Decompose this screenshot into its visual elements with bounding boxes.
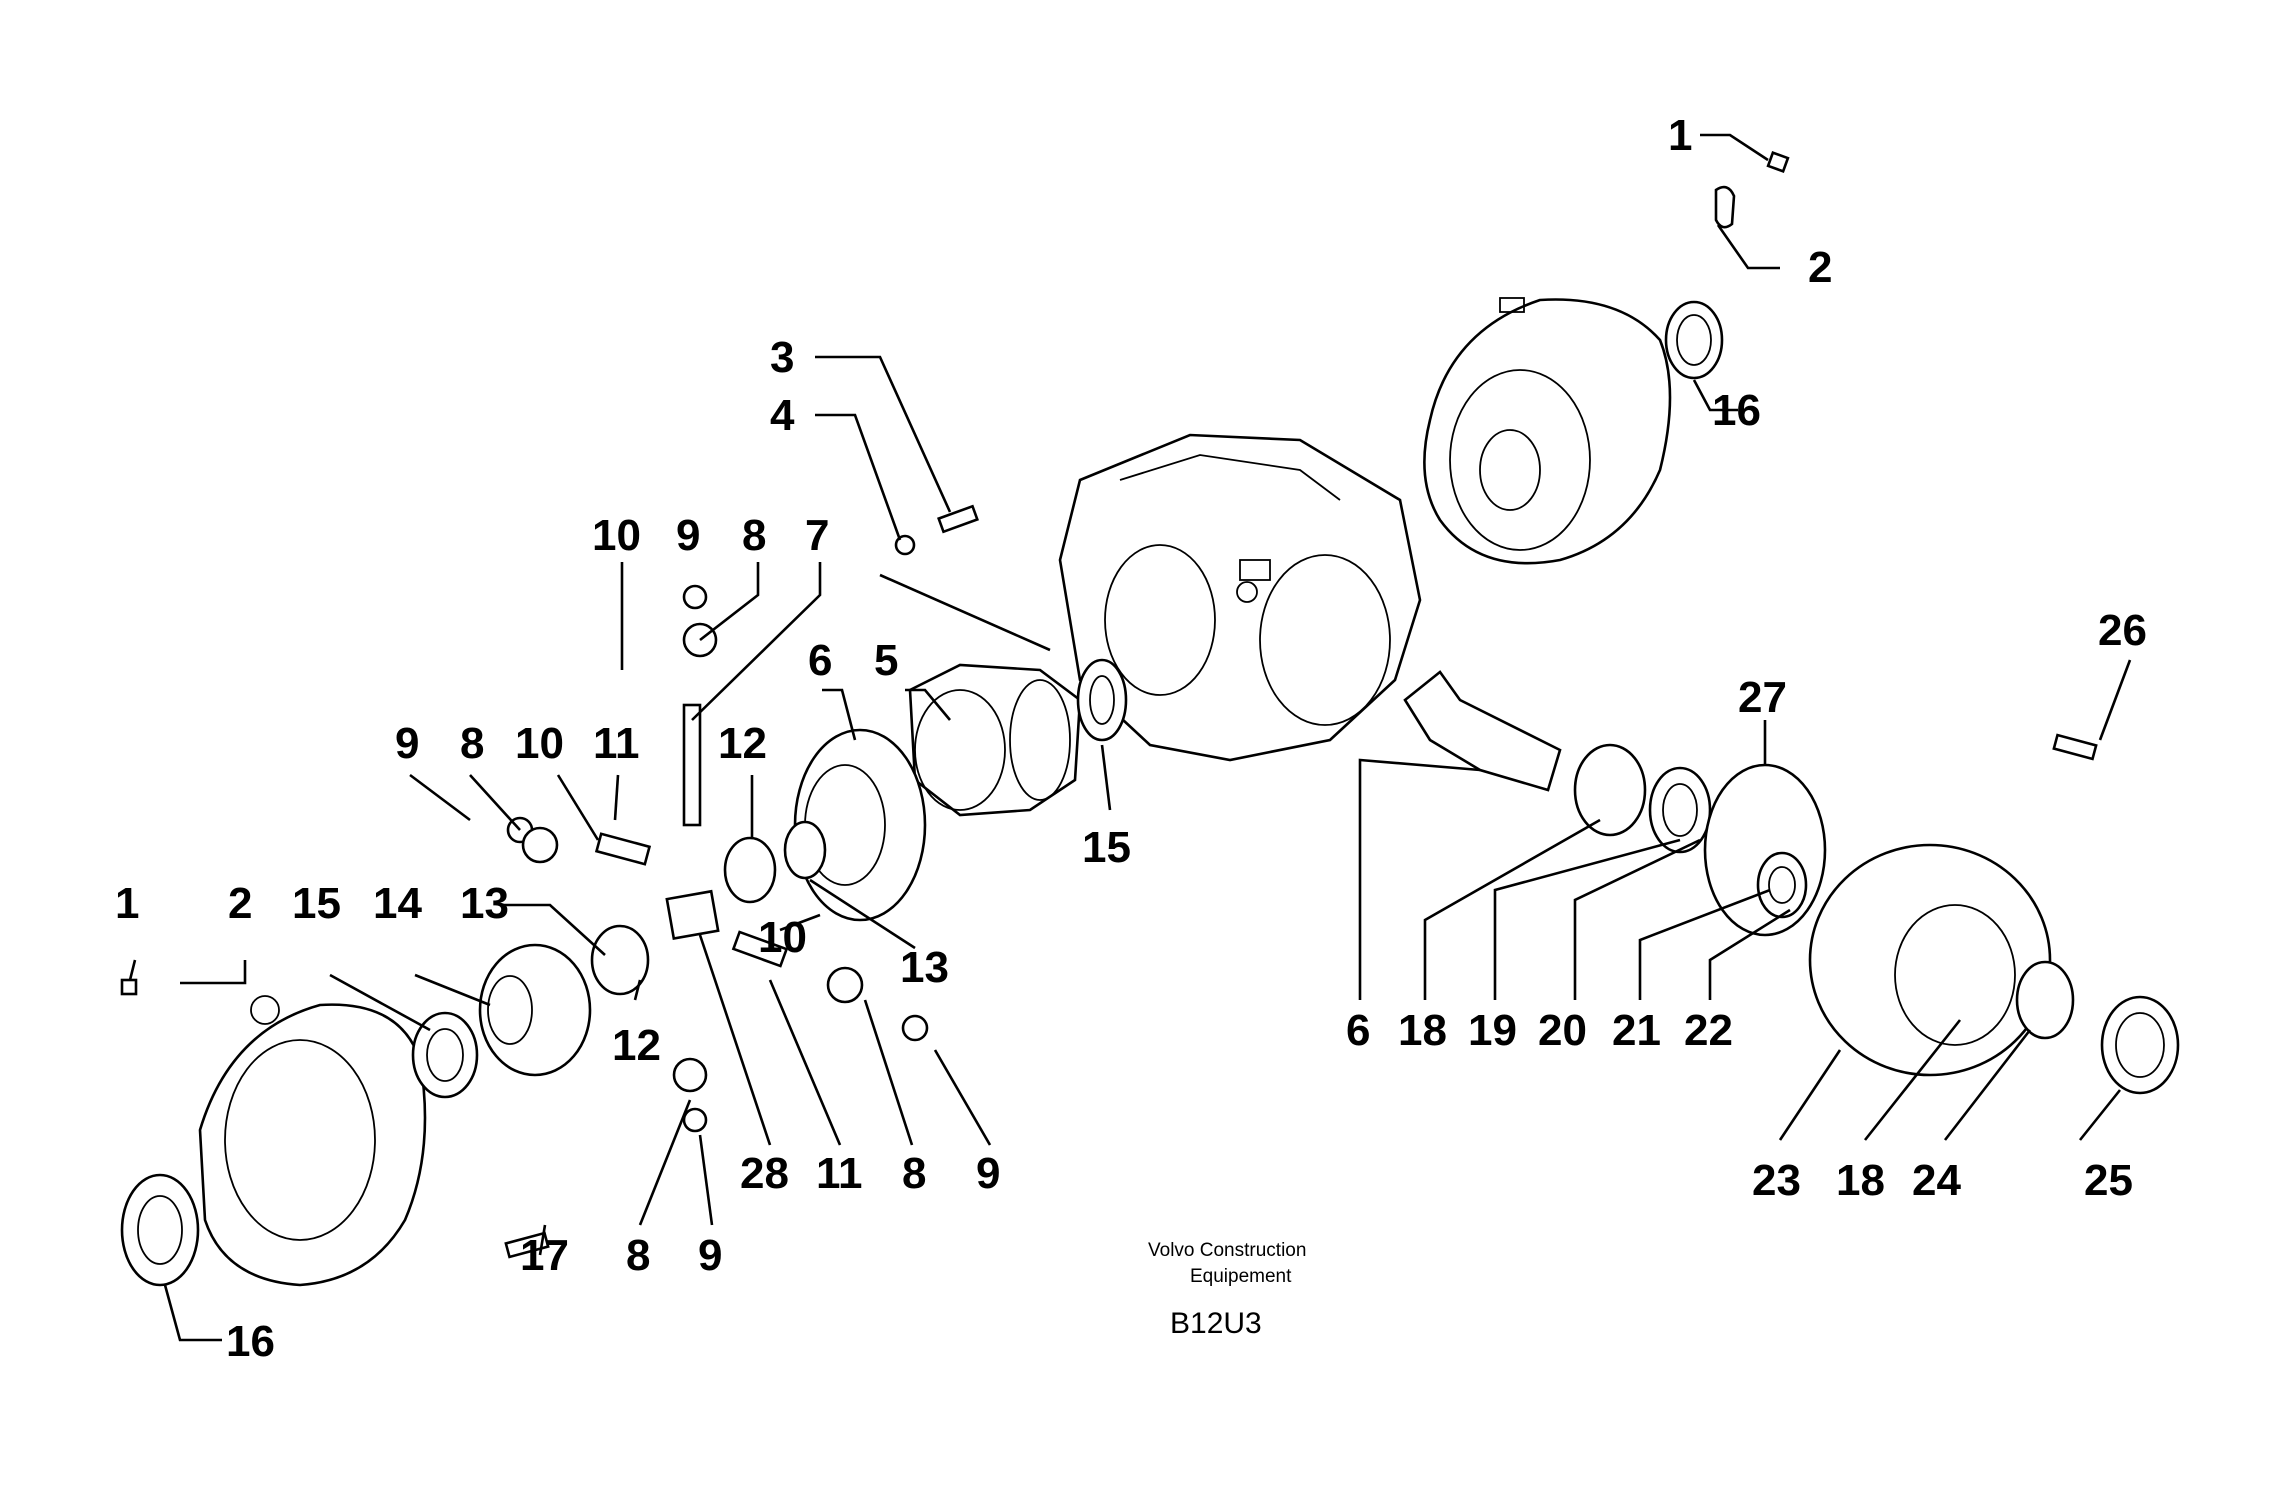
callout-11-a: 11 (593, 719, 640, 768)
callout-9-c: 9 (976, 1149, 1000, 1198)
bearing-18 (1573, 743, 1647, 837)
seal-ring-top-16 (1664, 300, 1724, 380)
bearing-15-left (411, 1011, 479, 1099)
callout-9-b: 9 (395, 719, 419, 768)
callout-14: 14 (373, 879, 422, 928)
cross-pin-7 (682, 703, 702, 827)
seal-21 (1756, 851, 1808, 919)
callout-18-a: 18 (1398, 1006, 1447, 1055)
callout-16-bottom: 16 (226, 1317, 275, 1366)
callout-2-left: 2 (228, 879, 252, 928)
callout-11-b: 11 (816, 1149, 863, 1198)
callout-24: 24 (1912, 1156, 1961, 1205)
diff-case-14 (478, 943, 592, 1077)
side-gear-12-left (590, 924, 650, 996)
callout-15-left: 15 (292, 879, 341, 928)
callout-17: 17 (520, 1231, 569, 1280)
crown-wheel-6 (783, 728, 927, 922)
seal-ring-bottom-16 (120, 1173, 200, 1287)
callout-21: 21 (1612, 1006, 1661, 1055)
callout-12-a: 12 (718, 719, 767, 768)
diagram-code: B12U3 (1170, 1307, 1262, 1340)
callout-12-b: 12 (612, 1021, 661, 1070)
housing-cover-right (1423, 297, 1672, 565)
caption-company-line2: Equipement (1190, 1266, 1292, 1287)
bolt-1-top (1766, 151, 1790, 173)
callout-labels: 1 2 16 3 4 10 9 8 7 6 5 15 26 27 9 8 10 … (115, 111, 2147, 1366)
callout-8-b: 8 (460, 719, 484, 768)
callout-10-a: 10 (592, 511, 641, 560)
callout-1-left: 1 (115, 879, 139, 928)
callout-10-c: 10 (758, 913, 807, 962)
callout-20: 20 (1538, 1006, 1587, 1055)
pinion-shaft-6 (1403, 670, 1562, 792)
callout-23: 23 (1752, 1156, 1801, 1205)
seal-25 (2100, 995, 2180, 1095)
callout-2-top: 2 (1808, 243, 1832, 292)
bolt-1-left (120, 978, 138, 996)
diff-carrier-5 (908, 663, 1082, 817)
callout-1-top: 1 (1668, 111, 1692, 160)
callout-4: 4 (770, 391, 795, 440)
callout-26: 26 (2098, 606, 2147, 655)
housing-cover-left (198, 995, 427, 1287)
callout-19: 19 (1468, 1006, 1517, 1055)
callout-9-a: 9 (676, 511, 700, 560)
washer-4 (894, 534, 916, 556)
spider-28 (665, 889, 720, 941)
callout-13-a: 13 (460, 879, 509, 928)
bearing-24 (2015, 960, 2075, 1040)
callout-8-a: 8 (742, 511, 766, 560)
pinion-housing-23 (1808, 843, 2052, 1077)
callout-13-b: 13 (900, 943, 949, 992)
clip-2-top (1714, 185, 1736, 229)
small-gears (506, 584, 929, 1133)
callout-16-top: 16 (1712, 386, 1761, 435)
bolt-26 (2052, 733, 2098, 761)
caption-company: Volvo Construction (1148, 1240, 1306, 1261)
axle-housing (1058, 433, 1422, 762)
callout-7: 7 (805, 511, 829, 560)
bearing-15-mid (1076, 658, 1128, 742)
callout-6-top: 6 (808, 636, 832, 685)
callout-6-bottom: 6 (1346, 1006, 1370, 1055)
callout-28: 28 (740, 1149, 789, 1198)
callout-9-d: 9 (698, 1231, 722, 1280)
bearing-19 (1648, 766, 1712, 854)
callout-25: 25 (2084, 1156, 2133, 1205)
callout-8-d: 8 (626, 1231, 650, 1280)
bolt-3 (937, 504, 979, 534)
leader-lines (128, 133, 2132, 1342)
callout-5: 5 (874, 636, 898, 685)
callout-3: 3 (770, 333, 794, 382)
callout-10-b: 10 (515, 719, 564, 768)
callout-18-b: 18 (1836, 1156, 1885, 1205)
side-gear-12-right (723, 836, 777, 904)
bolt-17 (504, 1231, 550, 1259)
callout-27: 27 (1738, 673, 1787, 722)
callout-8-c: 8 (902, 1149, 926, 1198)
callout-15-mid: 15 (1082, 823, 1131, 872)
callout-22: 22 (1684, 1006, 1733, 1055)
